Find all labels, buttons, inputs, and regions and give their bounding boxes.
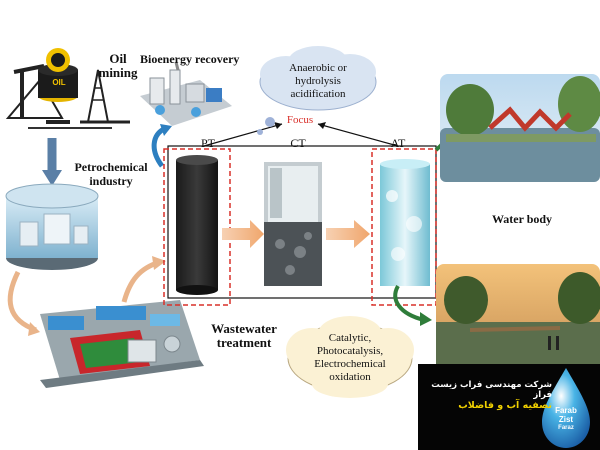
bottom-cloud (286, 316, 414, 398)
petrochemical-industry-label: Petrochemical industry (74, 160, 148, 188)
company-logo-block (418, 364, 600, 450)
bottom-cloud-text: Catalytic, Photocatalysis, Electrochemic… (314, 332, 386, 383)
pt-to-focus-line (203, 123, 283, 147)
oil-mining-illustration (5, 48, 130, 129)
water-drop-icon (542, 368, 590, 448)
at-column (380, 159, 430, 286)
logo-tagline: تصفیه آب و فاضلاب (458, 400, 552, 411)
pt-label: PT (200, 136, 215, 150)
pt-column (176, 155, 218, 295)
at-to-focus-line (317, 123, 399, 147)
oil-barrel-label: OIL (52, 78, 66, 87)
logo-brand-line2: Zist (558, 415, 574, 424)
logo-brand-line1: Farab (555, 406, 577, 415)
logo-brand-line3: Faraz (558, 425, 574, 431)
top-cloud (257, 46, 377, 135)
water-body-photo-bottom (436, 264, 600, 364)
pt-dashed-box (163, 148, 231, 306)
at-dashed-box (371, 148, 437, 306)
at-to-waterbody-bottom-arrow (393, 285, 425, 322)
wastewater-treatment-label: Wastewater treatment (211, 321, 277, 350)
ct-label: CT (290, 136, 306, 150)
wastewater-plant-illustration (40, 300, 204, 388)
at-label: AT (390, 136, 406, 150)
bioenergy-plant-illustration (140, 61, 232, 126)
ct-column (264, 162, 322, 286)
water-body-label: Water body (491, 212, 553, 226)
ct-to-at-arrow (326, 220, 370, 248)
water-body-photo-top (440, 74, 600, 182)
oil-mining-label: Oil mining (98, 51, 138, 80)
bioenergy-recovery-label: Bioenergy recovery (140, 52, 240, 66)
focus-label: Focus (286, 114, 314, 126)
petrochemical-tank (5, 183, 99, 270)
logo-company-name: شرکت مهندسی فراب زیست فراز (431, 380, 552, 400)
pt-to-ct-arrow (222, 220, 264, 248)
logo-brand: Farab Zist Faraz (552, 406, 580, 433)
top-cloud-text: Anaerobic or hydrolysis acidification (289, 62, 347, 100)
tank-to-plant-arrow (7, 270, 37, 333)
